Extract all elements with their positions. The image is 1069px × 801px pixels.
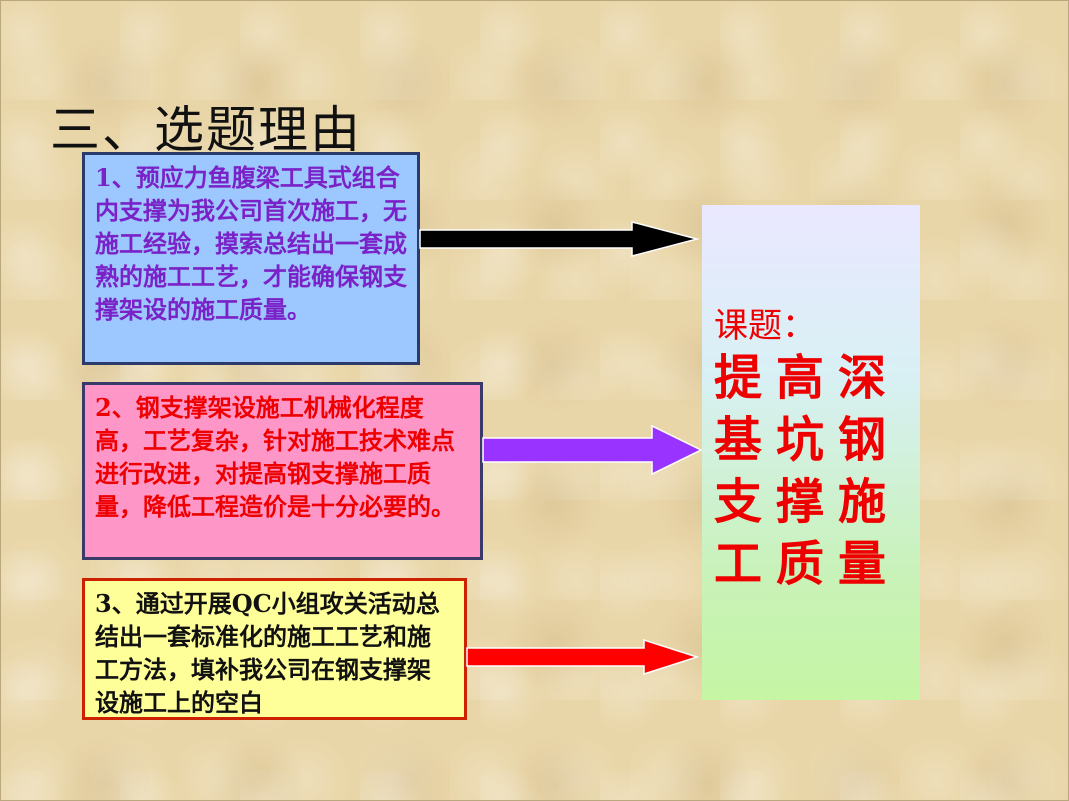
slide-title: 三、选题理由 bbox=[50, 101, 362, 159]
topic-label: 课题： bbox=[714, 306, 816, 346]
topic-panel: 课题： 提高深基坑钢支撑施工质量 bbox=[702, 205, 920, 700]
topic-text: 提高深基坑钢支撑施工质量 bbox=[714, 350, 901, 592]
reason-box-1: 1、预应力鱼腹梁工具式组合内支撑为我公司首次施工，无施工经验，摸索总结出一套成熟… bbox=[82, 152, 420, 365]
reason-box-2: 2、钢支撑架设施工机械化程度高，工艺复杂，针对施工技术难点进行改进，对提高钢支撑… bbox=[82, 382, 483, 560]
reason-box-3: 3、通过开展QC小组攻关活动总结出一套标准化的施工工艺和施工方法，填补我公司在钢… bbox=[82, 578, 467, 720]
